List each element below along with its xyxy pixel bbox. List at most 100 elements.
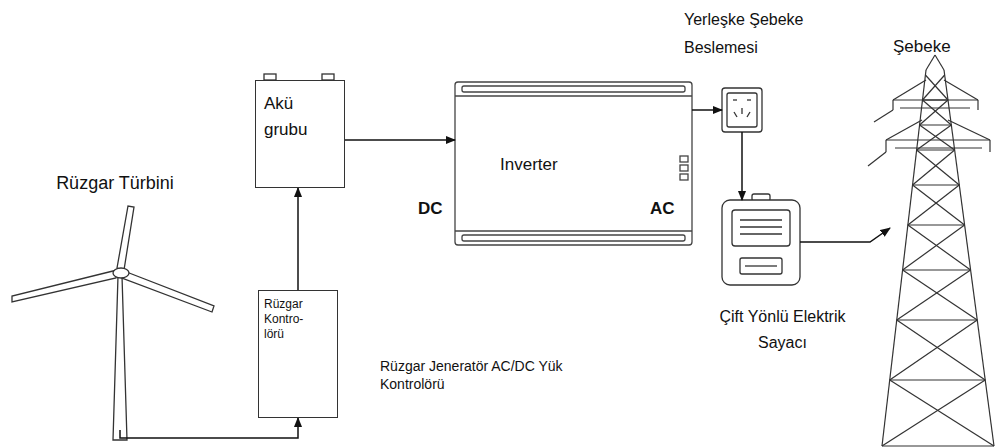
inverter-port <box>680 156 688 162</box>
node-label: Rüzgar Kontro- lörü <box>259 291 327 348</box>
controller-box: Rüzgar Kontro- lörü <box>258 290 338 418</box>
node-label: Inverter <box>500 154 558 175</box>
pylon-strut <box>908 224 965 225</box>
socket-slot <box>733 99 737 100</box>
meter-body <box>722 200 800 285</box>
pylon-strut <box>913 150 955 185</box>
pylon-strut <box>900 107 970 108</box>
turbine-blade <box>12 270 117 302</box>
inverter-flange <box>462 235 685 241</box>
pylon-strut <box>913 184 960 185</box>
node-label: Şebeke <box>893 36 951 57</box>
pylon-strut <box>908 185 959 225</box>
grid-node: Şebeke <box>890 60 995 445</box>
pylon-strut <box>868 152 886 166</box>
turbine-blade <box>117 206 134 270</box>
pylon-strut <box>935 55 944 70</box>
connector-arrow <box>345 139 455 141</box>
power-pylon <box>868 55 994 446</box>
pylon-strut <box>913 185 965 225</box>
inverter-flange <box>462 86 685 92</box>
node-label: Yerleşke Şebeke Beslemesi <box>684 6 834 62</box>
pylon-strut <box>882 445 994 446</box>
pylon-strut <box>893 80 926 100</box>
pylon-strut <box>897 320 985 380</box>
turbine-tower <box>113 276 127 440</box>
pylon-strut <box>895 147 982 148</box>
component-note: Rüzgar Jeneratör AC/DC Yük Kontrolörü <box>380 357 565 393</box>
pylon-strut <box>892 100 893 110</box>
meter-terminal-line <box>745 265 777 266</box>
pylon-strut <box>917 149 955 150</box>
inverter-housing <box>455 82 692 245</box>
connector-arrow <box>692 109 722 111</box>
pylon-strut <box>926 55 935 70</box>
meter-display <box>740 226 782 227</box>
port-label: AC <box>650 198 675 220</box>
socket-plate <box>722 88 762 132</box>
pylon-strut <box>886 139 990 140</box>
meter-display <box>740 219 782 220</box>
pylon-strut <box>890 380 994 446</box>
socket-slot <box>747 112 750 117</box>
pylon-strut <box>903 269 971 270</box>
pylon-strut <box>989 140 990 152</box>
electric-meter <box>722 194 800 285</box>
meter-display <box>740 233 782 234</box>
pylon-strut <box>922 99 948 100</box>
inverter-band <box>455 95 692 96</box>
socket-slot <box>734 112 737 117</box>
connector-arrow <box>297 188 299 290</box>
pylon-strut <box>908 225 971 270</box>
node-label: Rüzgar Türbini <box>10 172 220 195</box>
pylon-strut <box>882 380 985 446</box>
inverter-band <box>455 230 692 231</box>
turbine-blade <box>122 271 214 312</box>
pylon-strut <box>885 140 886 152</box>
inverter-node: Inverter <box>455 82 692 245</box>
meter-terminal <box>740 258 782 274</box>
pylon-strut <box>903 225 965 270</box>
pylon-strut <box>897 270 971 320</box>
socket-slot <box>741 108 742 114</box>
pylon-strut <box>890 379 986 380</box>
pylon-strut <box>897 319 978 320</box>
wall-socket <box>722 88 762 132</box>
meter-window <box>732 210 790 246</box>
socket-slot <box>747 99 751 100</box>
node-label: Çift Yönlü Elektrik Sayacı <box>700 304 865 356</box>
pylon-strut <box>925 75 948 100</box>
connector-arrow <box>741 132 743 200</box>
inverter-port <box>680 174 688 180</box>
socket-face <box>727 93 757 127</box>
socket-node: Yerleşke Şebeke Beslemesi <box>722 88 762 132</box>
pylon-strut <box>922 75 944 100</box>
inverter-outline <box>455 82 692 245</box>
pylon-strut <box>944 80 978 100</box>
turbine-hub <box>113 268 129 278</box>
pylon-strut <box>920 100 948 125</box>
connector-arrow <box>120 418 298 438</box>
pylon-strut <box>917 125 952 150</box>
pylon-strut <box>893 99 978 100</box>
battery-box: Akü grubu <box>255 80 345 188</box>
meter-node: Çift Yönlü Elektrik Sayacı <box>722 200 800 285</box>
inverter-port <box>680 165 688 171</box>
connector-arrow <box>800 228 890 242</box>
node-label: Akü grubu <box>256 81 332 152</box>
wind-turbine-figure <box>12 206 214 440</box>
pylon-strut <box>948 120 990 140</box>
pylon-strut <box>920 124 952 125</box>
pylon-strut <box>874 110 893 122</box>
port-label: DC <box>418 198 443 220</box>
pylon-strut <box>920 125 955 150</box>
pylon-strut <box>944 70 994 446</box>
pylon-strut <box>917 150 960 185</box>
turbine-node: Rüzgar Türbini <box>10 172 220 430</box>
pylon-strut <box>977 100 978 110</box>
pylon-strut <box>903 270 978 320</box>
pylon-strut <box>886 120 922 140</box>
